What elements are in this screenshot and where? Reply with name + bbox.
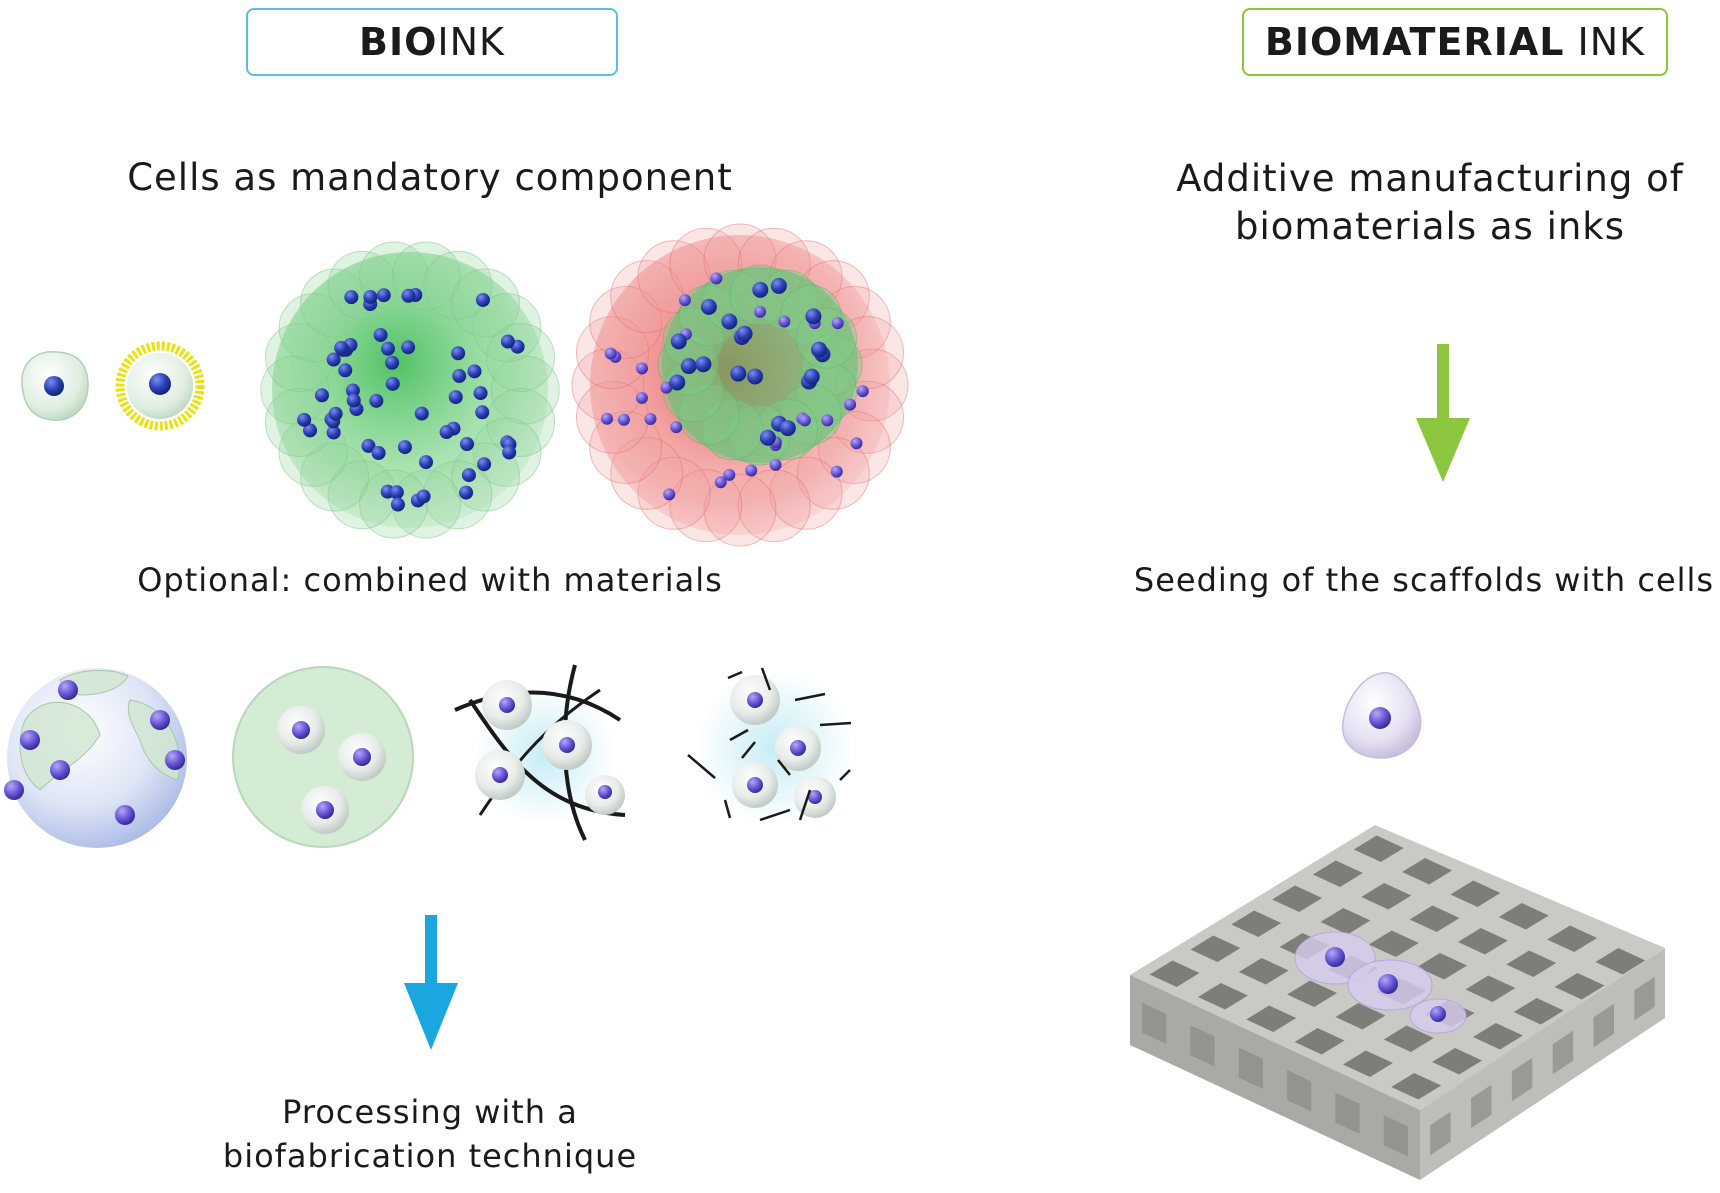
biomaterial-seeding-text: Seeding of the scaffolds with cells	[1133, 561, 1715, 599]
bioink-processing-text: Processing with a biofabrication techniq…	[130, 1090, 730, 1178]
green-spheroid	[260, 241, 560, 539]
biomaterial-header-rest: INK	[1564, 20, 1646, 64]
encapsulated-cell	[115, 341, 205, 431]
biomaterial-title-line-1: Additive manufacturing of	[1176, 157, 1684, 200]
biomaterial-ink-header: BIOMATERIAL INK	[1242, 8, 1668, 76]
cells-in-hydrogel-bead	[232, 666, 414, 848]
biomaterial-down-arrow	[1416, 344, 1470, 482]
biomaterial-title: Additive manufacturing of biomaterials a…	[1130, 155, 1720, 251]
seeded-cells-on-scaffold	[1294, 931, 1467, 1034]
cells-with-short-fibers	[687, 667, 853, 826]
bioink-header-bold: BIO	[359, 20, 438, 64]
bioink-down-arrow	[404, 915, 458, 1050]
seeding-cell	[1342, 672, 1422, 759]
processing-line-2: biofabrication technique	[222, 1137, 638, 1175]
cells-in-fiber-network	[454, 664, 626, 841]
mixed-spheroid	[571, 223, 909, 547]
bioink-header-rest: INK	[437, 20, 505, 64]
bioink-optional-text: Optional: combined with materials	[137, 561, 723, 599]
bioink-title: Cells as mandatory component	[127, 156, 733, 199]
cells-on-microcarrier	[4, 668, 187, 848]
processing-line-1: Processing with a	[282, 1093, 578, 1131]
biomaterial-title-line-2: biomaterials as inks	[1234, 205, 1626, 248]
biomaterial-header-bold: BIOMATERIAL	[1264, 20, 1565, 64]
single-cell	[21, 351, 89, 421]
